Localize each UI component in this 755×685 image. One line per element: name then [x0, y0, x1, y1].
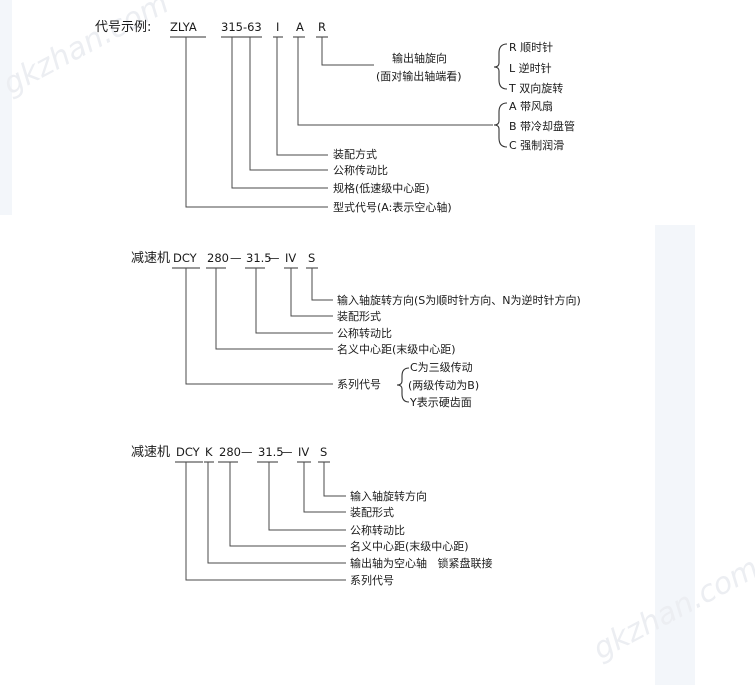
watermark-bottom: gkzhan.com: [587, 551, 755, 667]
leader-series-code: [185, 268, 333, 385]
leader-size: [231, 37, 328, 189]
leader-rotation: [321, 37, 374, 66]
label-assembly-form: 装配形式: [337, 310, 381, 323]
leader-center-distance: [215, 268, 333, 350]
code-dash-1: —: [230, 251, 242, 265]
leader3-assembly-form: [303, 462, 346, 513]
code-iv: IV: [285, 251, 296, 265]
rotation-option-l: L 逆时针: [509, 61, 552, 75]
label-assembly: 装配方式: [333, 147, 377, 161]
background-panel-left: [0, 0, 12, 215]
series-option-b: (两级传动为B): [408, 379, 479, 392]
code3-280: 280: [219, 445, 241, 459]
brace-rotation: [493, 43, 508, 90]
rotation-option-r: R 顺时针: [509, 40, 553, 54]
section-zlya: 代号示例: ZLYA 315-63 I A R 输出轴旋向 (面对输出轴端看) …: [95, 20, 575, 214]
code3-31-5: 31.5: [258, 445, 284, 459]
label-center-distance: 名义中心距(末级中心距): [337, 342, 456, 356]
brace-series: [396, 367, 410, 403]
leader3-transmission-ratio: [268, 462, 346, 531]
code-size-ratio: 315-63: [221, 20, 262, 34]
code-dcy: DCY: [173, 251, 198, 265]
code3-dash-1: —: [241, 445, 253, 459]
leader3-input-rotation: [323, 462, 346, 497]
code-rotation: R: [318, 20, 326, 34]
brace-cooling: [493, 102, 508, 148]
code-cooling: A: [296, 20, 304, 34]
leader-assembly: [276, 37, 328, 156]
label3-assembly-form: 装配形式: [350, 506, 394, 519]
code3-dash-2: —: [281, 445, 293, 459]
code-280: 280: [207, 251, 229, 265]
section3-title: 减速机: [131, 445, 170, 460]
label3-transmission-ratio: 公称转动比: [350, 523, 405, 537]
code-s: S: [308, 251, 315, 265]
label3-series-code: 系列代号: [350, 573, 394, 587]
section-dcyk: 减速机 DCY K 280 — 31.5 — IV S 输入轴旋转方向 装配形式…: [131, 445, 493, 587]
code-zlya: ZLYA: [170, 20, 197, 34]
cooling-option-c: C 强制润滑: [509, 138, 564, 152]
label3-input-rotation: 输入轴旋转方向: [350, 489, 427, 503]
label3-hollow-shaft: 输出轴为空心轴 锁紧盘联接: [350, 556, 493, 570]
code3-k: K: [205, 445, 213, 459]
label-series-code: 系列代号: [337, 377, 381, 391]
label-input-rotation: 输入轴旋转方向(S为顺时针方向、N为逆时针方向): [337, 293, 581, 307]
leader-transmission-ratio: [255, 268, 333, 334]
code-dash-2: —: [268, 251, 280, 265]
code3-iv: IV: [298, 445, 309, 459]
leader3-series-code: [185, 462, 346, 581]
leader3-center-distance: [229, 462, 346, 547]
section-dcy: 减速机 DCY 280 — 31.5 — IV S 输入轴旋转方向(S为顺时针方…: [131, 251, 581, 409]
watermark-top: gkzhan.com: [0, 0, 175, 102]
code-assembly: I: [276, 20, 279, 34]
background-panel-right: [655, 225, 695, 685]
label-type: 型式代号(A:表示空心轴): [333, 200, 452, 214]
code3-dcy: DCY: [176, 445, 201, 459]
code3-s: S: [320, 445, 327, 459]
section2-title: 减速机: [131, 251, 170, 266]
rotation-label-1: 输出轴旋向: [392, 51, 447, 65]
leader3-hollow-shaft: [207, 462, 346, 564]
section1-title: 代号示例:: [95, 20, 151, 35]
rotation-label-2: (面对输出轴端看): [376, 69, 462, 83]
leader-assembly-form: [290, 268, 333, 317]
code-31-5: 31.5: [246, 251, 272, 265]
label-ratio: 公称传动比: [333, 163, 388, 177]
label-size: 规格(低速级中心距): [333, 181, 430, 195]
label3-center-distance: 名义中心距(末级中心距): [350, 539, 469, 553]
series-option-c: C为三级传动: [410, 361, 473, 374]
leader-input-rotation: [311, 268, 333, 301]
cooling-option-b: B 带冷却盘管: [509, 119, 575, 133]
series-option-y: Y表示硬齿面: [409, 395, 472, 409]
rotation-option-t: T 双向旋转: [508, 81, 563, 95]
leader-ratio: [249, 37, 328, 171]
leader-cooling: [297, 37, 493, 126]
leader-type: [185, 37, 328, 208]
label-transmission-ratio: 公称转动比: [337, 326, 392, 340]
cooling-option-a: A 带风扇: [509, 99, 553, 113]
